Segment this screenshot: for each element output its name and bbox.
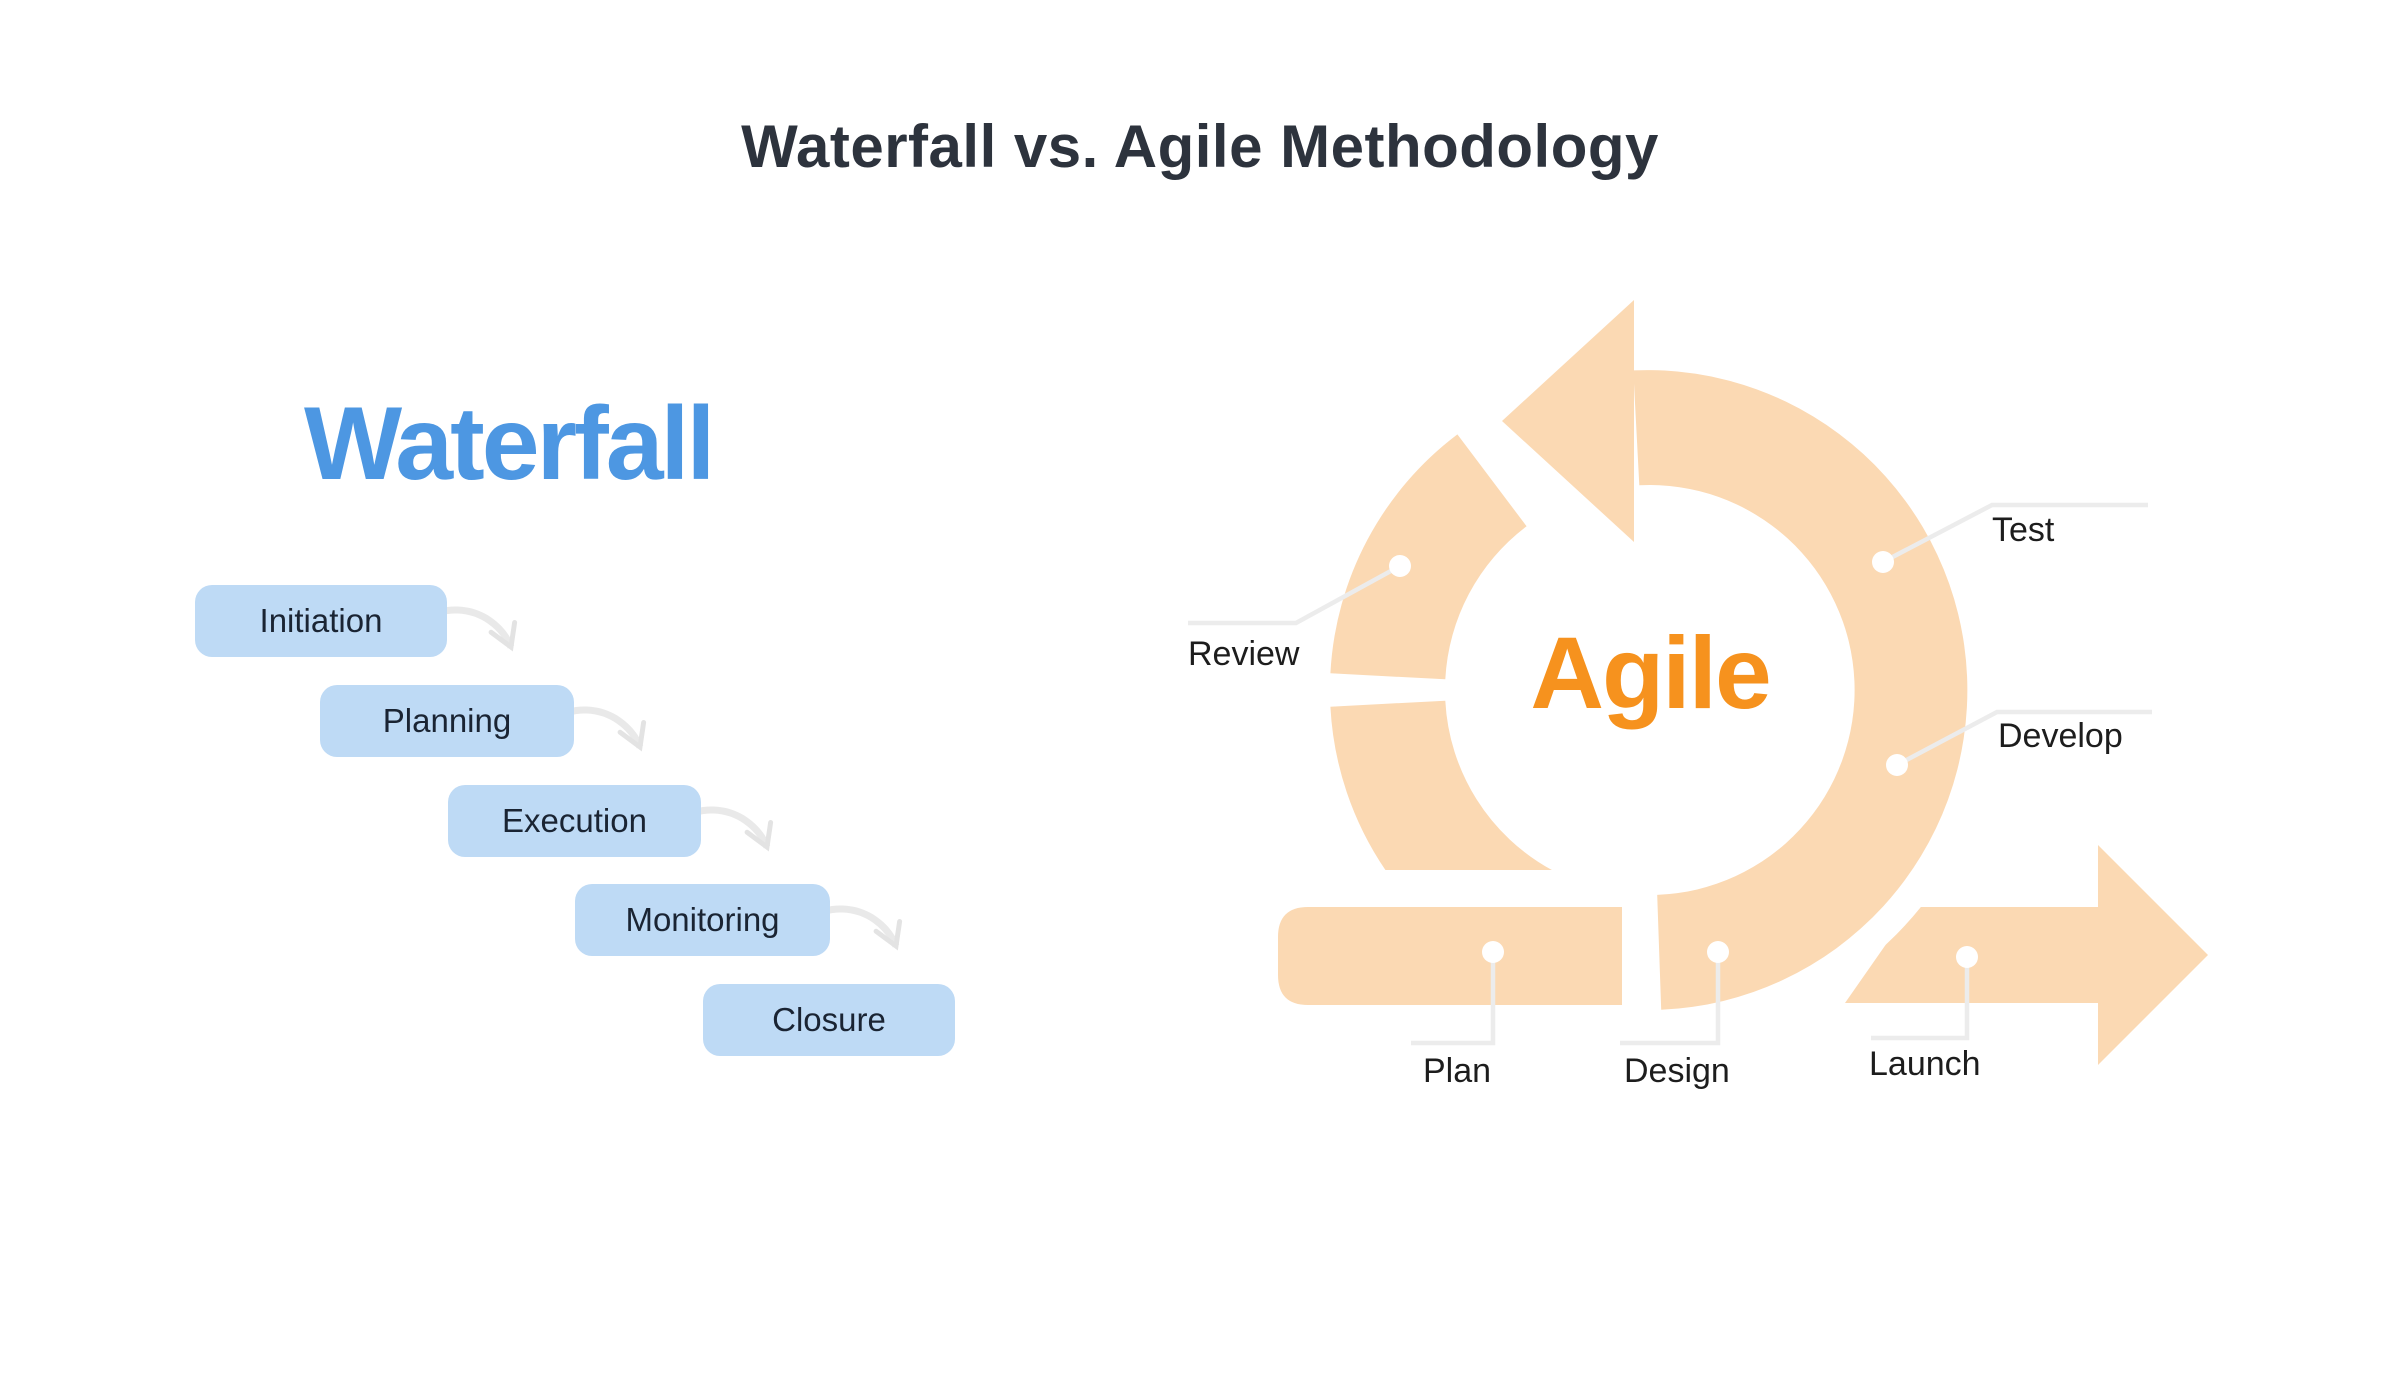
- agile-label-review: Review: [1188, 635, 1300, 673]
- agile-label-design: Design: [1624, 1052, 1730, 1090]
- launch-callout-dot: [1956, 946, 1978, 968]
- waterfall-step-closure: Closure: [703, 984, 955, 1056]
- callout-lines: [1188, 502, 2152, 1046]
- develop-callout-dot: [1886, 754, 1908, 776]
- waterfall-step-execution: Execution: [448, 785, 701, 857]
- waterfall-step-monitoring: Monitoring: [575, 884, 830, 956]
- agile-label-test: Test: [1992, 511, 2055, 549]
- launch-callout-line: [1871, 957, 1970, 1041]
- waterfall-step-planning: Planning: [320, 685, 574, 757]
- agile-cycle-arrowhead-icon: [1502, 300, 1634, 542]
- agile-bottom-bar: [1278, 907, 1622, 1005]
- waterfall-step-initiation: Initiation: [195, 585, 447, 657]
- test-callout-dot: [1872, 551, 1894, 573]
- develop-callout-line: [1895, 709, 2152, 767]
- page-title: Waterfall vs. Agile Methodology: [741, 113, 1659, 180]
- review-callout-line: [1188, 564, 1402, 626]
- agile-ring-segment-upper-left: [1330, 434, 1527, 680]
- agile-label-plan: Plan: [1423, 1052, 1492, 1090]
- design-callout-line: [1620, 952, 1721, 1046]
- agile-ring-segment-lower-left: [1330, 700, 1552, 870]
- plan-callout-line: [1411, 952, 1496, 1046]
- agile-label-develop: Develop: [1998, 717, 2123, 755]
- plan-callout-dot: [1482, 941, 1504, 963]
- ring-arrow-gap: [1589, 850, 1951, 1038]
- launch-arrow-icon: [1845, 845, 2208, 1065]
- agile-label-launch: Launch: [1869, 1045, 1981, 1083]
- agile-ring-segment-main: [1633, 370, 1968, 1010]
- agile-center-label: Agile: [1530, 616, 1771, 730]
- test-callout-line: [1881, 502, 2148, 564]
- review-callout-dot: [1389, 555, 1411, 577]
- waterfall-heading: Waterfall: [304, 386, 715, 502]
- agile-cycle-icon: [1278, 300, 2208, 1065]
- design-callout-dot: [1707, 941, 1729, 963]
